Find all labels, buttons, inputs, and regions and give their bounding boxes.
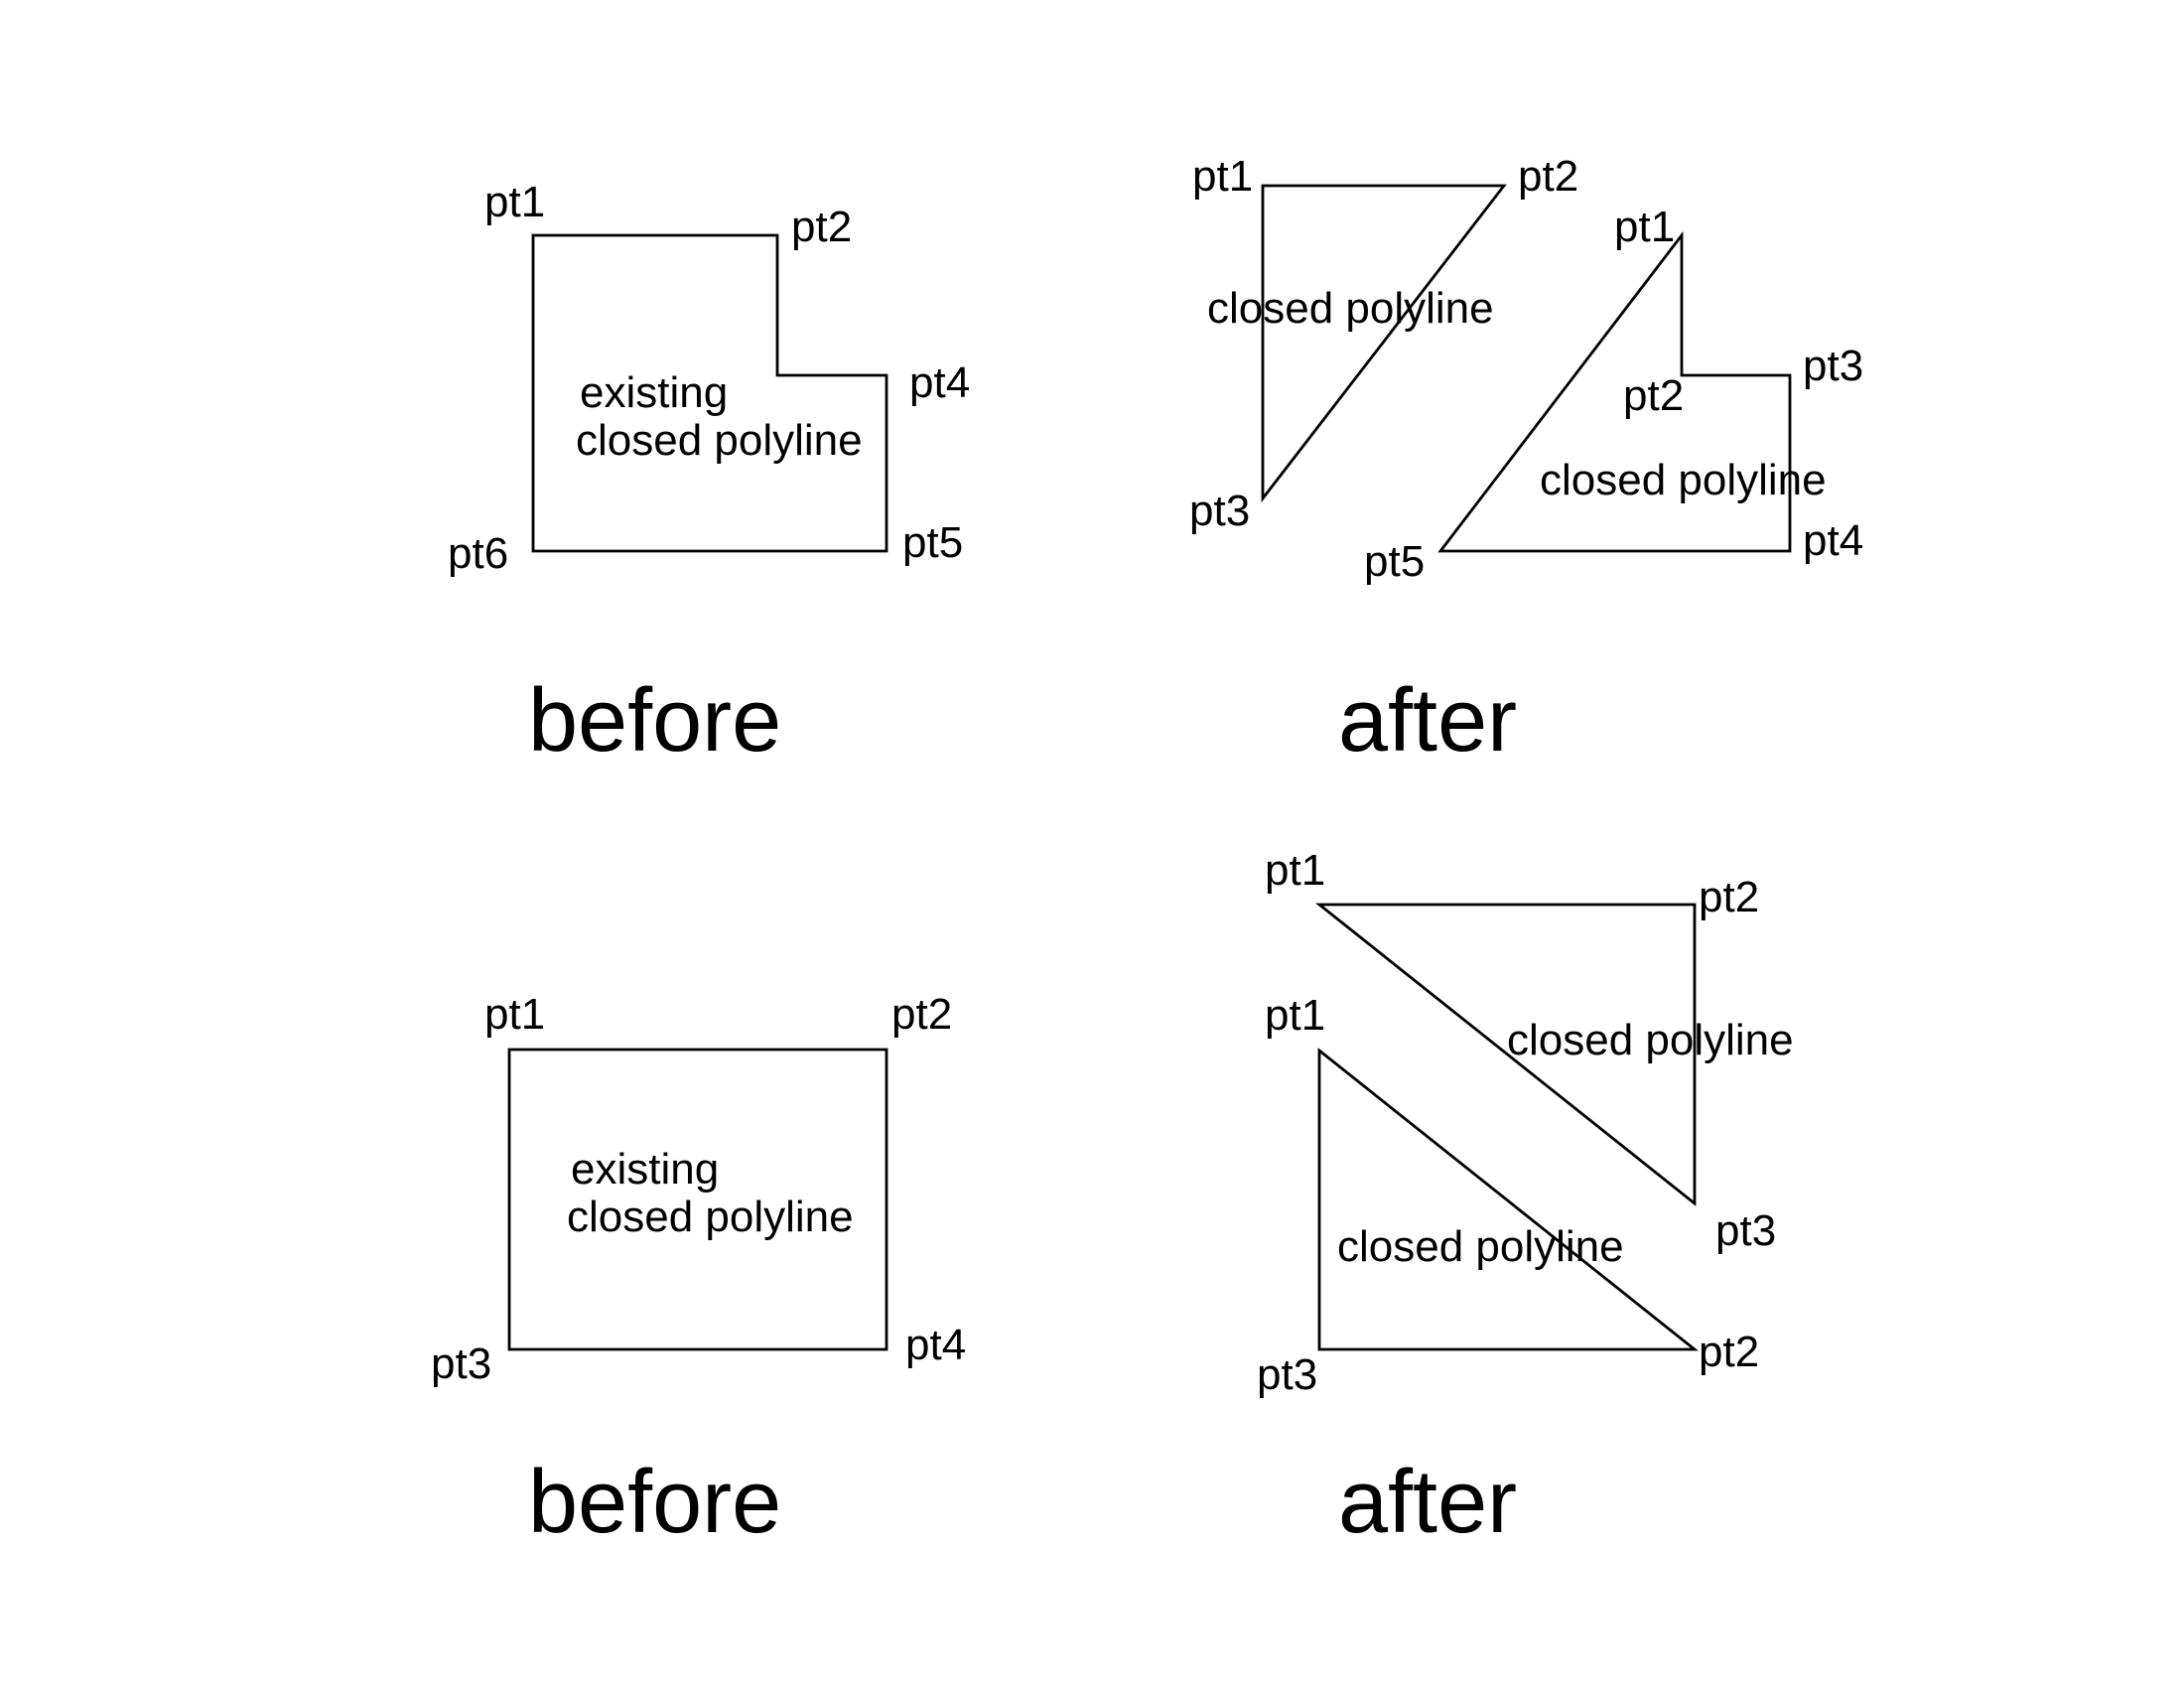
top-after-tri-pt2-label: pt2 (1518, 152, 1578, 201)
bottom-after-upper-triangle (1314, 903, 1697, 1206)
bottom-before-pt2-label: pt2 (891, 990, 952, 1039)
top-before-panel: pt1 pt2 pt4 pt5 pt6 existing closed poly… (448, 178, 970, 771)
l-shape-polyline (531, 233, 888, 553)
bottom-after-upper-pt2-label: pt2 (1699, 873, 1759, 921)
top-before-pt5-label: pt5 (902, 518, 963, 567)
top-after-tri-label: closed polyline (1207, 284, 1494, 333)
bottom-before-caption: before (528, 1453, 781, 1552)
bottom-after-lower-pt1-label: pt1 (1265, 991, 1325, 1040)
top-after-pent-pt2-label: pt2 (1623, 371, 1684, 420)
bottom-before-label-line1: existing (571, 1145, 719, 1194)
top-after-pent-pt1-label: pt1 (1614, 203, 1675, 251)
bottom-after-panel: pt1 pt2 pt3 closed polyline pt1 pt2 pt3 … (1257, 846, 1794, 1552)
top-after-pent-pt5-label: pt5 (1364, 537, 1425, 586)
top-before-label-line2: closed polyline (576, 416, 863, 465)
bottom-before-panel: pt1 pt2 pt3 pt4 existing closed polyline… (431, 990, 966, 1552)
top-after-tri-pt3-label: pt3 (1189, 487, 1250, 535)
top-after-panel: pt1 pt2 pt3 closed polyline pt1 pt2 pt3 … (1189, 152, 1863, 771)
bottom-before-label-line2: closed polyline (567, 1193, 854, 1241)
rectangle-polyline (507, 1048, 888, 1351)
top-before-pt2-label: pt2 (791, 203, 852, 251)
top-after-triangle (1261, 184, 1507, 503)
top-after-tri-pt1-label: pt1 (1192, 152, 1253, 201)
bottom-before-pt4-label: pt4 (905, 1321, 966, 1369)
bottom-after-upper-pt3-label: pt3 (1715, 1206, 1776, 1255)
top-before-pt1-label: pt1 (484, 178, 545, 226)
top-after-pentagon (1437, 230, 1792, 553)
top-after-caption: after (1338, 671, 1517, 771)
bottom-before-pt3-label: pt3 (431, 1339, 491, 1388)
bottom-after-lower-label: closed polyline (1337, 1222, 1624, 1271)
top-before-pt6-label: pt6 (448, 529, 508, 578)
bottom-after-caption: after (1338, 1453, 1517, 1552)
top-before-pt4-label: pt4 (909, 358, 970, 407)
bottom-after-lower-pt2-label: pt2 (1699, 1328, 1759, 1376)
bottom-after-upper-label: closed polyline (1507, 1016, 1794, 1064)
bottom-before-pt1-label: pt1 (484, 990, 545, 1039)
top-after-pent-pt4-label: pt4 (1803, 516, 1863, 565)
bottom-after-lower-triangle (1317, 1048, 1700, 1351)
bottom-after-lower-pt3-label: pt3 (1257, 1350, 1317, 1399)
top-after-pent-label: closed polyline (1540, 456, 1827, 504)
bottom-after-upper-pt1-label: pt1 (1265, 846, 1325, 895)
top-after-pent-pt3-label: pt3 (1803, 342, 1863, 390)
top-before-caption: before (528, 671, 781, 771)
top-before-label-line1: existing (580, 368, 728, 417)
